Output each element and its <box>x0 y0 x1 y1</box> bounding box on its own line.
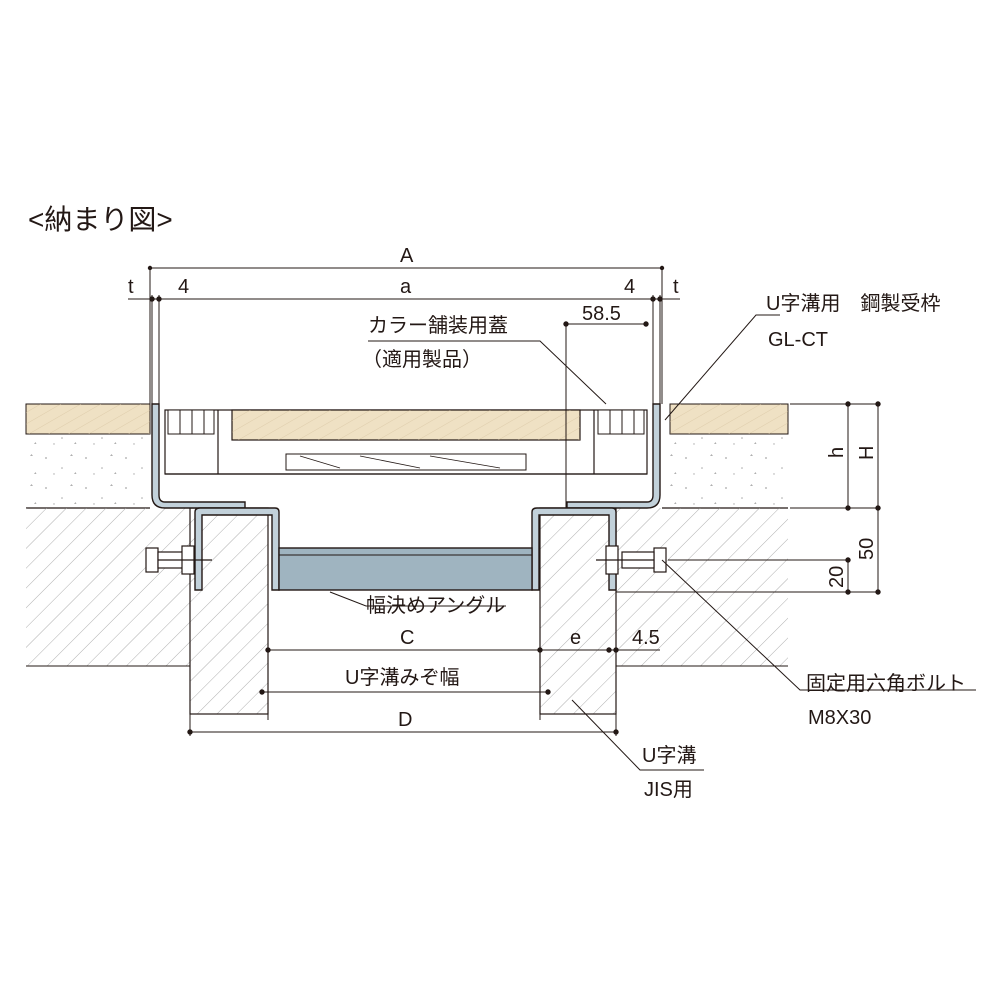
label-cover-note: （適用製品） <box>362 348 482 371</box>
label-ditch-std: JIS用 <box>644 779 693 801</box>
dim-u-ditch-width: U字溝みぞ幅 <box>345 666 459 689</box>
dim-4-left: 4 <box>178 276 189 298</box>
dimension-lines <box>128 265 881 736</box>
soil <box>26 508 788 667</box>
dim-4-right: 4 <box>624 276 635 298</box>
dim-H: H <box>856 446 878 460</box>
paving-cover <box>164 409 648 475</box>
hex-bolt-left <box>145 545 212 575</box>
label-bolt-name: 固定用六角ボルト <box>806 672 966 695</box>
dim-h: h <box>826 447 848 458</box>
dim-20: 20 <box>826 566 848 588</box>
dim-a: a <box>400 276 412 298</box>
ground-left <box>25 403 151 509</box>
diagram-title: <納まり図> <box>28 204 173 235</box>
label-bolt-size: M8X30 <box>808 707 871 729</box>
label-frame-name: U字溝用 鋼製受枠 <box>766 292 940 315</box>
label-ditch-name: U字溝 <box>642 744 696 767</box>
dim-D: D <box>398 709 412 731</box>
dim-C: C <box>400 627 414 649</box>
label-frame-code: GL-CT <box>768 329 828 351</box>
label-width-angle: 幅決めアングル <box>366 594 505 617</box>
dim-58-5: 58.5 <box>582 303 621 325</box>
dim-e: e <box>570 627 581 649</box>
u-ditch-walls <box>189 507 617 715</box>
dim-t-right: t <box>673 276 679 298</box>
label-cover-name: カラー舗装用蓋 <box>368 314 508 337</box>
dim-A: A <box>400 245 414 267</box>
hex-bolt-right <box>596 545 667 575</box>
dim-50: 50 <box>856 538 878 560</box>
dim-t-left: t <box>128 276 134 298</box>
width-angle <box>278 547 533 591</box>
ground-right <box>662 403 789 509</box>
leader-lines <box>329 314 976 771</box>
dim-4-5: 4.5 <box>632 627 660 649</box>
